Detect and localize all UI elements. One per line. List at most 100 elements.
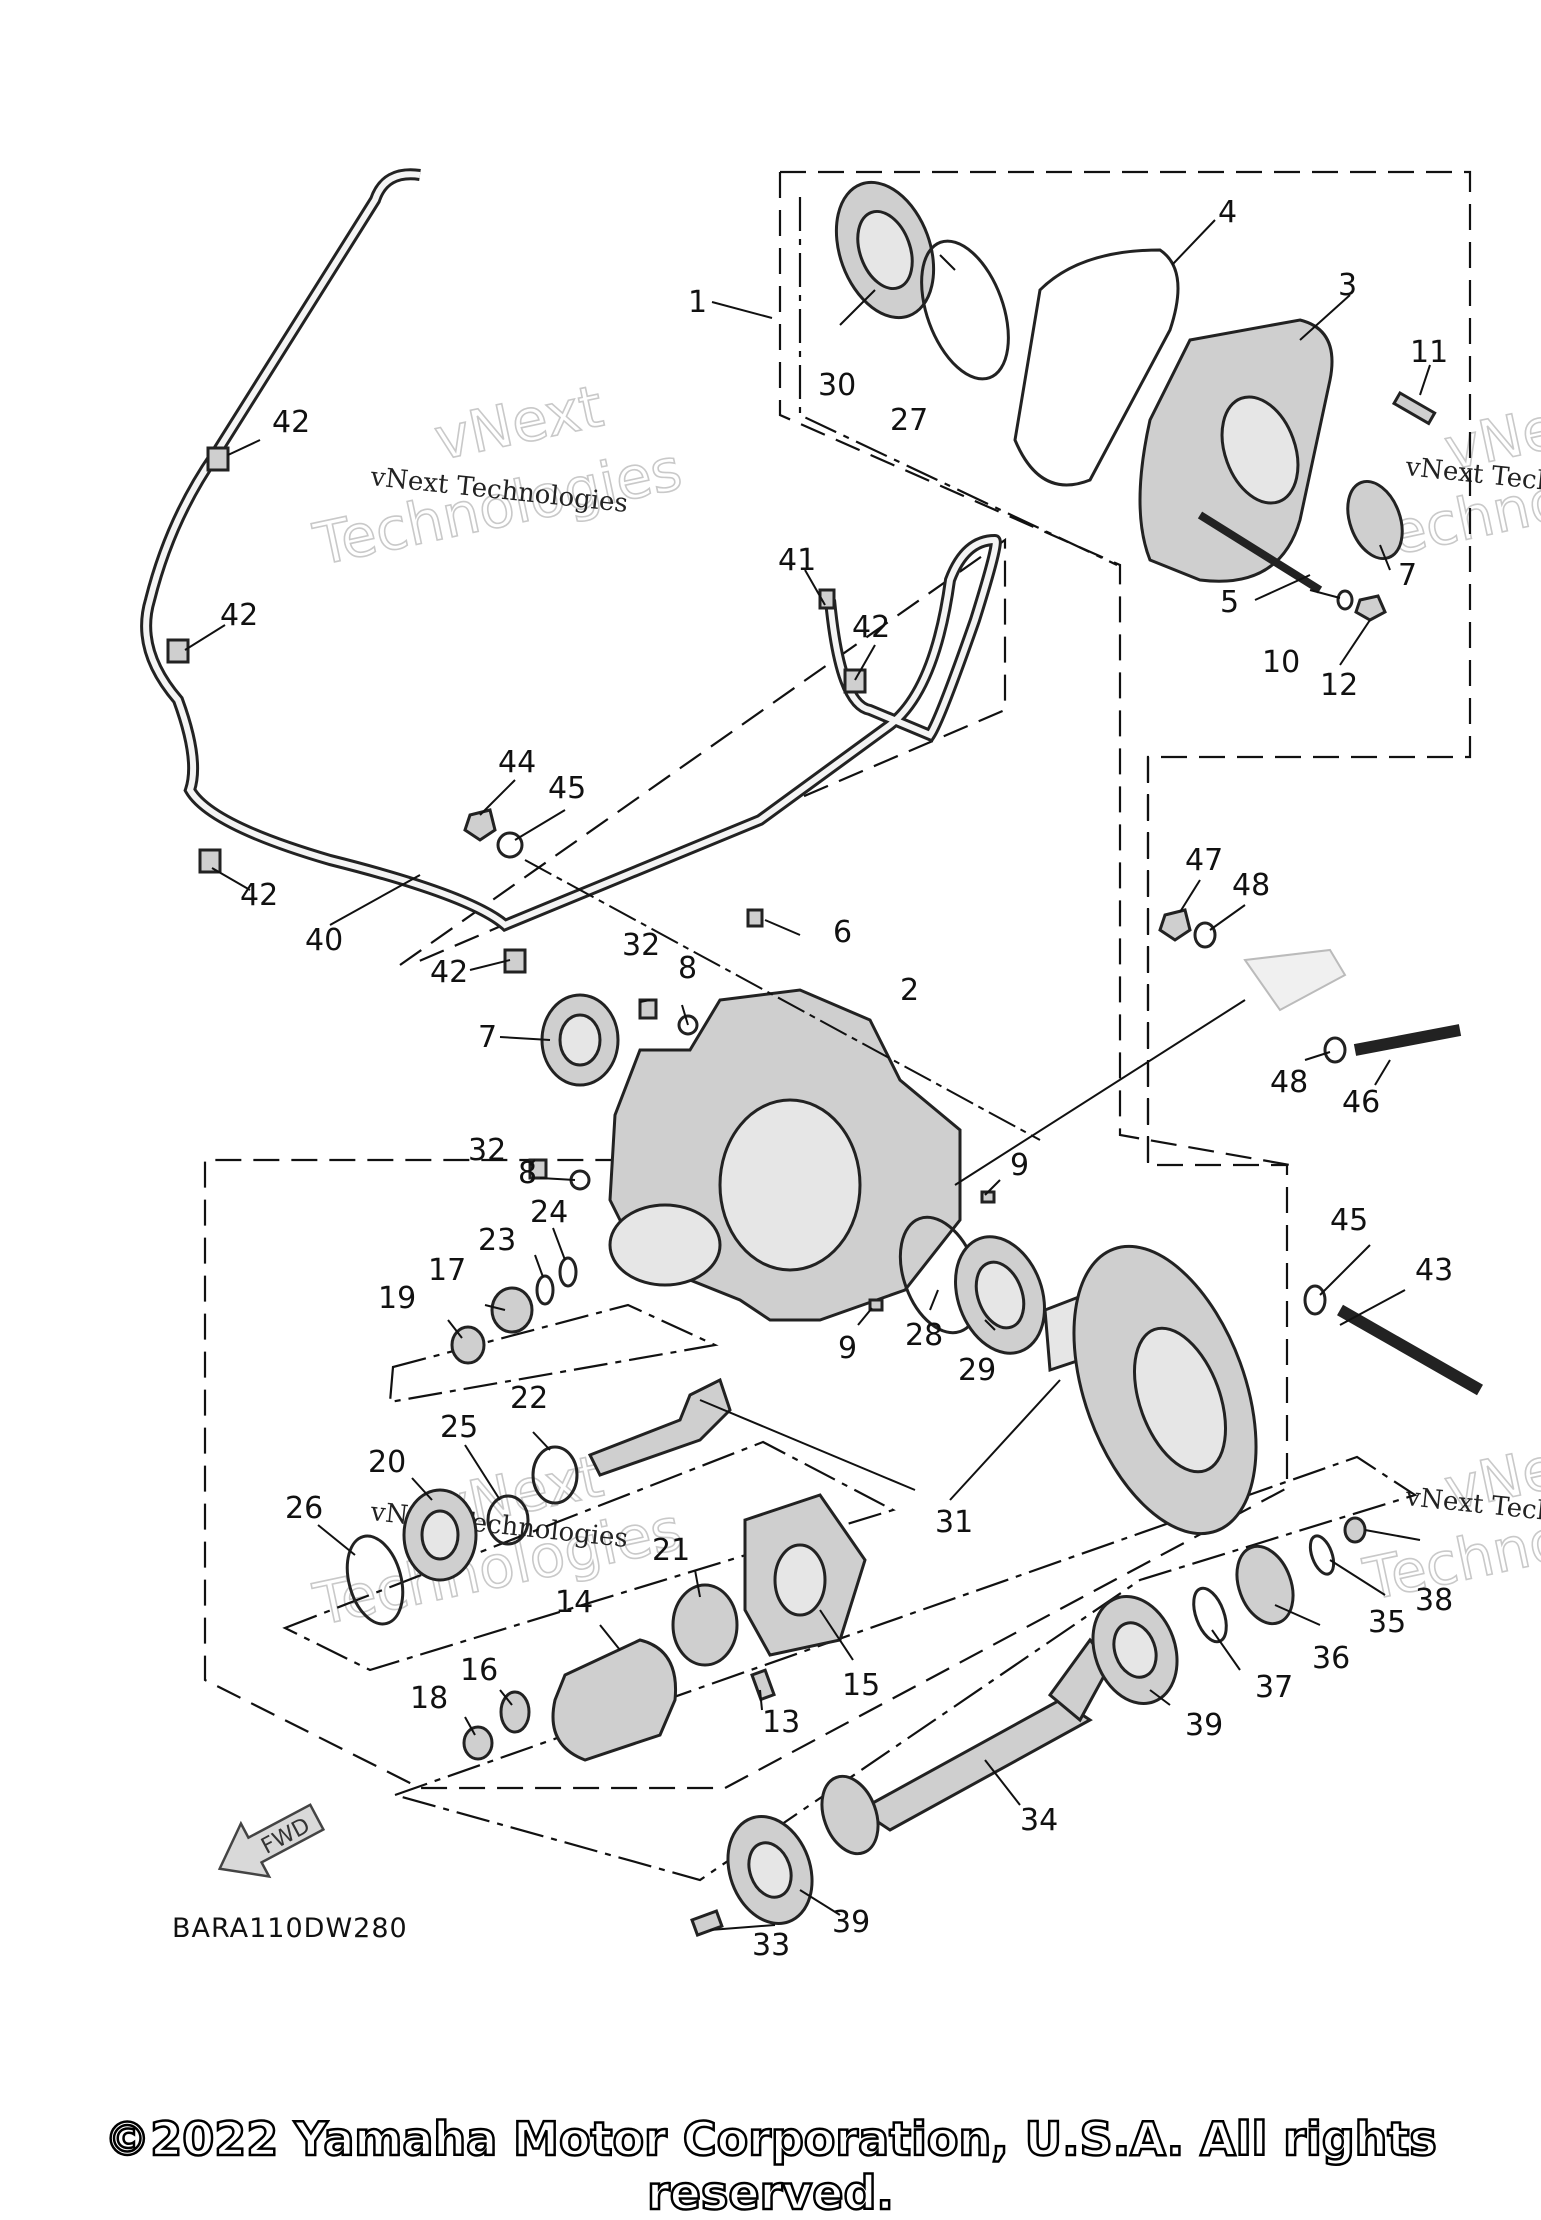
stud-bolt-5: [1197, 511, 1323, 594]
callout-42-d: 42: [430, 955, 468, 990]
callout-35: 35: [1368, 1605, 1406, 1640]
breather-joint-6: [746, 908, 764, 928]
bolt-13: [750, 1668, 776, 1702]
callout-9-right: 9: [1010, 1148, 1029, 1183]
callout-24: 24: [530, 1195, 568, 1230]
callouts: 1 2 3 4 5 6 7 7 8 8 9 9 10 11 12 13 14 1…: [220, 195, 1453, 1963]
copyright-notice: ©2022 Yamaha Motor Corporation, U.S.A. A…: [103, 2111, 1438, 2220]
callout-7-cover: 7: [1398, 558, 1417, 593]
callout-37: 37: [1255, 1670, 1293, 1705]
callout-8-lower: 8: [518, 1156, 537, 1191]
circlip-23: [535, 1274, 555, 1306]
breather-hose: [140, 168, 1002, 974]
callout-31: 31: [935, 1505, 973, 1540]
washer-16: [499, 1690, 531, 1734]
hose-clip-42b: [166, 638, 190, 664]
callout-5: 5: [1220, 585, 1239, 620]
callout-42-c: 42: [240, 878, 278, 913]
callout-41: 41: [778, 543, 816, 578]
callout-10: 10: [1262, 645, 1300, 680]
coupling-14: [551, 1638, 678, 1762]
callout-33: 33: [752, 1928, 790, 1963]
callout-48-lower: 48: [1270, 1065, 1308, 1100]
circlip-35: [1308, 1534, 1336, 1576]
main-housing: [528, 908, 996, 1322]
pinion-gear: [587, 1377, 732, 1477]
bolt-43: [1337, 1304, 1483, 1396]
nut-12: [1354, 594, 1387, 622]
shaft-34: [857, 1698, 1093, 1832]
callout-32-lower: 32: [468, 1133, 506, 1168]
watermarks: vNext Technologies vNext Technologies vN…: [307, 371, 1541, 1640]
circlip-24: [558, 1256, 578, 1288]
o-ring-22: [531, 1445, 579, 1505]
callout-22: 22: [510, 1381, 548, 1416]
washer-45b: [1303, 1284, 1327, 1316]
callout-12: 12: [1320, 668, 1358, 703]
drain-bolt-32a: [638, 998, 658, 1020]
rear-cover-assembly: [834, 180, 1437, 622]
pinion-seal-group: [282, 1440, 896, 1672]
arrow-left-icon: [217, 1803, 326, 1879]
callout-21: 21: [652, 1533, 690, 1568]
callout-44: 44: [498, 745, 536, 780]
callout-28: 28: [905, 1318, 943, 1353]
washer-10: [1336, 589, 1354, 611]
callout-29: 29: [958, 1353, 996, 1388]
callout-7-housing: 7: [478, 1020, 497, 1055]
hose-clip-42a: [206, 446, 230, 472]
bolt-11: [1391, 390, 1437, 426]
pinion-set: [345, 1256, 867, 1762]
hose-group-outline: [399, 537, 1007, 967]
callout-45-left: 45: [548, 771, 586, 806]
callout-25: 25: [440, 1410, 478, 1445]
nut-18: [462, 1725, 494, 1761]
nut-47: [1158, 908, 1192, 942]
callout-42-e: 42: [852, 610, 890, 645]
callout-46: 46: [1342, 1085, 1380, 1120]
callout-42-b: 42: [220, 598, 258, 633]
callout-38: 38: [1415, 1583, 1453, 1618]
dowel-pin-9a: [980, 1190, 996, 1204]
callout-2: 2: [900, 973, 919, 1008]
callout-19: 19: [378, 1281, 416, 1316]
bolt-46: [1353, 1024, 1462, 1056]
drain-bolt-32b: [528, 1158, 548, 1180]
gasket-4: [1013, 248, 1180, 487]
callout-42-a: 42: [272, 405, 310, 440]
callout-39-right: 39: [1185, 1708, 1223, 1743]
callout-14: 14: [555, 1585, 593, 1620]
callout-36: 36: [1312, 1641, 1350, 1676]
housing-group-outline: [203, 170, 1472, 1790]
ring-gear-set: [898, 1215, 1258, 1536]
cover-group-outline: [778, 172, 1291, 1167]
washer-45a: [496, 831, 524, 859]
callout-11: 11: [1410, 335, 1448, 370]
callout-18: 18: [410, 1681, 448, 1716]
callout-4: 4: [1218, 195, 1237, 230]
callout-1: 1: [688, 285, 707, 320]
plug-33: [690, 1909, 724, 1937]
o-ring-26: [345, 1534, 405, 1626]
oil-seal-7a: [1346, 479, 1404, 561]
output-shaft-assembly: [690, 1516, 1367, 1937]
gasket-8a: [677, 1014, 699, 1036]
callout-13: 13: [762, 1705, 800, 1740]
callout-40: 40: [305, 923, 343, 958]
hose-clip-42e: [843, 668, 867, 694]
callout-32-upper: 32: [622, 928, 660, 963]
o-ring-27: [920, 239, 1010, 381]
mounting-hardware: [463, 808, 1483, 1396]
washer-25: [486, 1494, 530, 1546]
callout-26: 26: [285, 1491, 323, 1526]
callout-9-left: 9: [838, 1331, 857, 1366]
callout-20: 20: [368, 1445, 406, 1480]
leader-lines: [184, 219, 1431, 1931]
plug-38: [1343, 1516, 1367, 1544]
pinion-bearing-group: [388, 1303, 719, 1404]
callout-34: 34: [1020, 1803, 1058, 1838]
callout-43: 43: [1415, 1253, 1453, 1288]
bracket-shape: [1243, 948, 1347, 1012]
callout-16: 16: [460, 1653, 498, 1688]
